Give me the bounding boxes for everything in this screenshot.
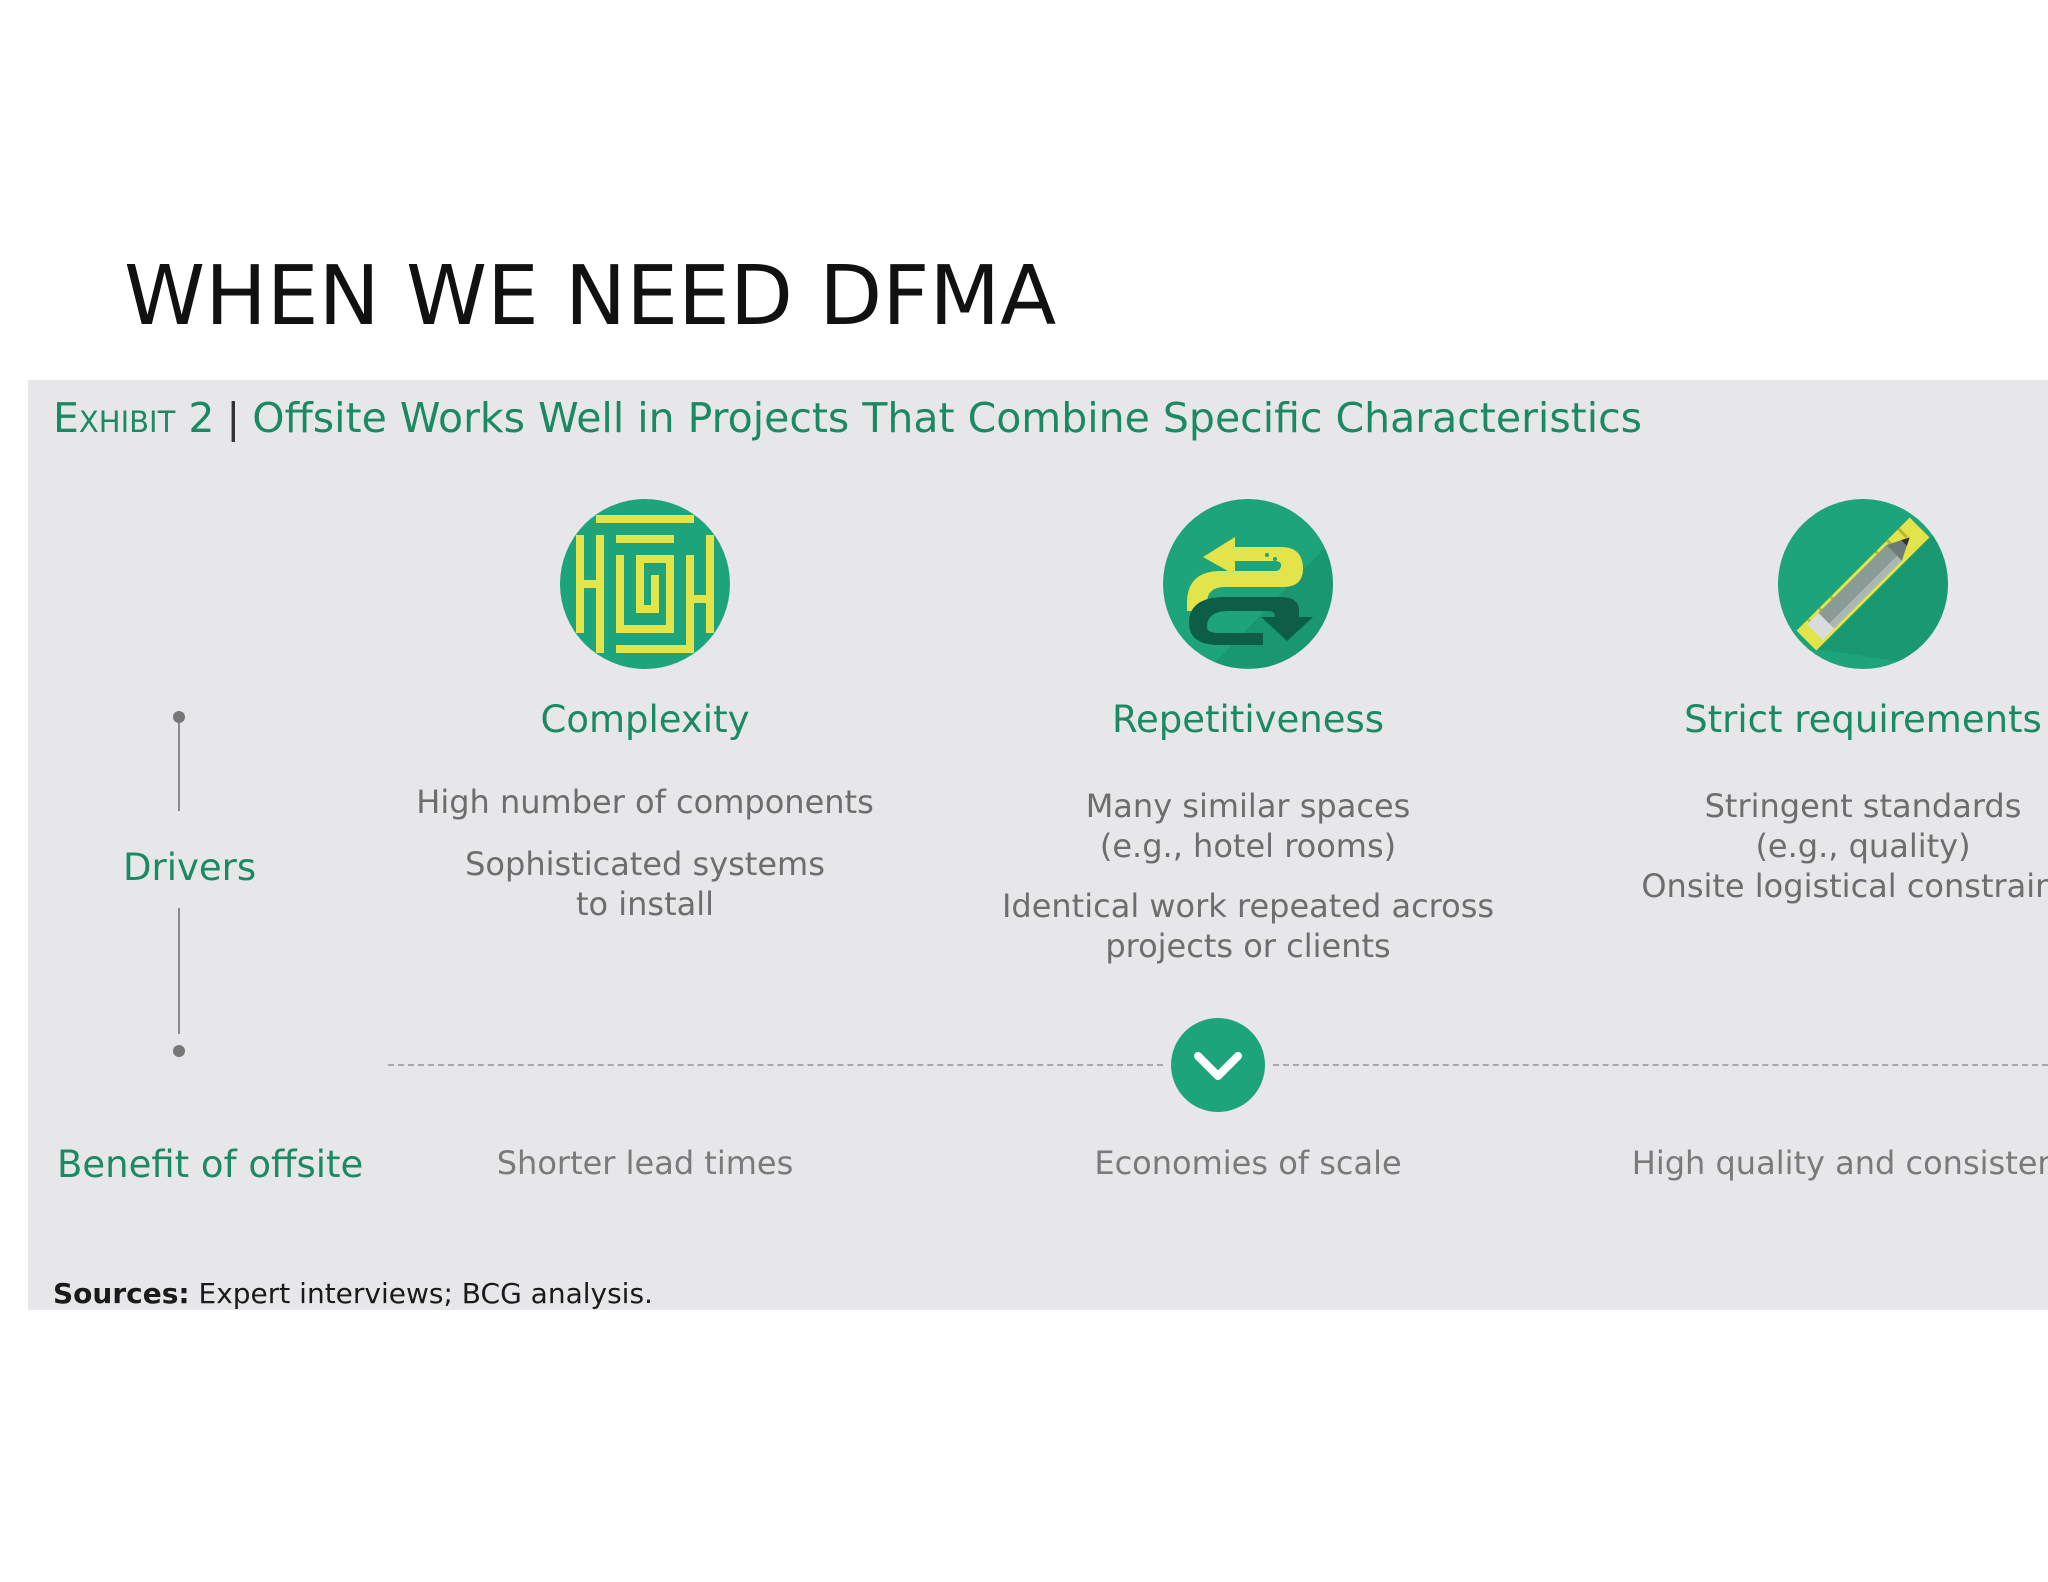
- driver-heading: Strict requirements: [1684, 698, 2042, 741]
- driver-item: Identical work repeated across projects …: [1001, 887, 1495, 965]
- sources-text: Expert interviews; BCG analysis.: [189, 1277, 653, 1310]
- exhibit-title: Exhibit 2|Offsite Works Well in Projects…: [53, 394, 1643, 442]
- driver-item: High number of components: [416, 783, 874, 821]
- benefit-item: Shorter lead times: [496, 1144, 794, 1182]
- slide-title: WHEN WE NEED DFMA: [124, 249, 1057, 344]
- driver-item: Sophisticated systems to install: [465, 845, 825, 923]
- exhibit-label: Exhibit 2: [53, 394, 215, 442]
- drivers-label: Drivers: [123, 846, 257, 889]
- driver-item: Onsite logistical constraints: [1641, 867, 2048, 905]
- exhibit-title-text: Offsite Works Well in Projects That Comb…: [252, 394, 1643, 442]
- driver-heading: Complexity: [540, 698, 750, 741]
- drivers-line-top-dot: [173, 711, 185, 723]
- benefit-item: Economies of scale: [1094, 1144, 1402, 1182]
- driver-heading: Repetitiveness: [1111, 698, 1385, 741]
- repeat-arrows-icon: [1163, 499, 1333, 669]
- exhibit-panel: Exhibit 2|Offsite Works Well in Projects…: [28, 380, 2048, 1310]
- benefit-label: Benefit of offsite: [57, 1143, 364, 1186]
- divider-left: [388, 1064, 1163, 1066]
- driver-item: Many similar spaces (e.g., hotel rooms): [1085, 787, 1411, 865]
- sources-note: Sources: Expert interviews; BCG analysis…: [53, 1277, 653, 1310]
- divider-right: [1273, 1064, 2048, 1066]
- ruler-pencil-icon: [1778, 499, 1948, 669]
- drivers-line-upper: [178, 723, 180, 811]
- maze-icon: [560, 499, 730, 669]
- sources-label: Sources:: [53, 1277, 190, 1310]
- drivers-line-lower: [178, 908, 180, 1034]
- benefit-item: High quality and consistency: [1631, 1144, 2048, 1182]
- drivers-line-bottom-dot: [173, 1045, 185, 1057]
- driver-item: Stringent standards (e.g., quality): [1704, 787, 2022, 865]
- chevron-down-icon: [1171, 1018, 1265, 1112]
